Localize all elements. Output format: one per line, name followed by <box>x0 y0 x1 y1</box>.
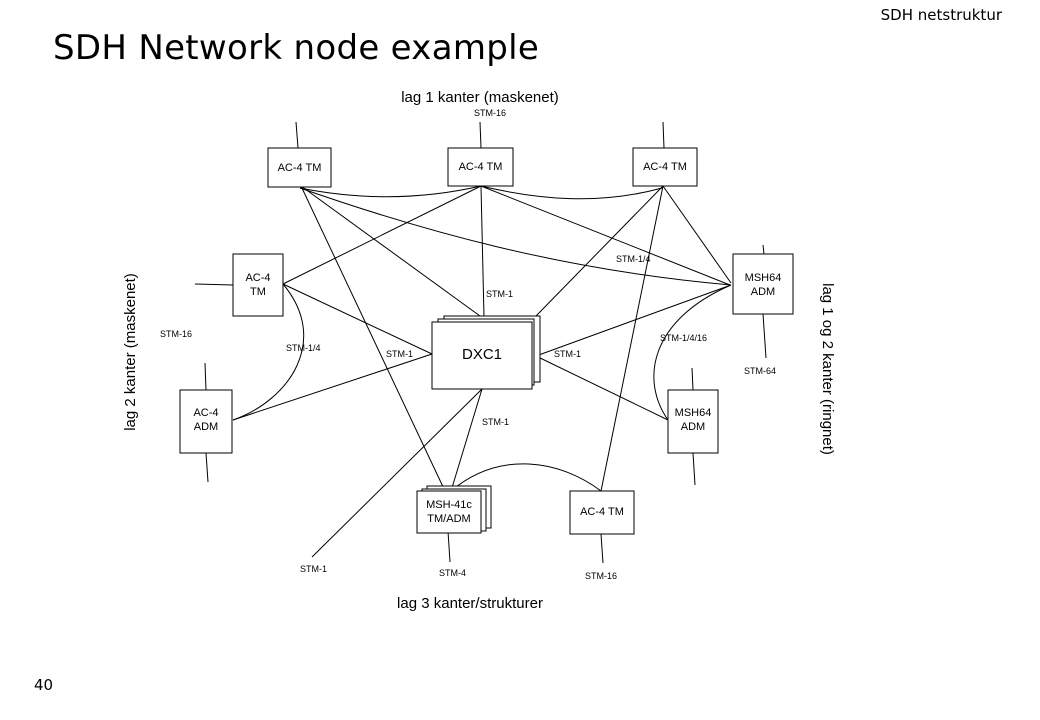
link-label: STM-1/4 <box>616 254 651 264</box>
section-header: SDH netstruktur <box>880 6 1002 24</box>
link-label: STM-1/4 <box>286 343 321 353</box>
layer-label-right: lag 1 og 2 kanter (ringnet) <box>819 283 836 455</box>
node-label: MSH-41c <box>426 499 472 511</box>
node-label: AC-4 TM <box>580 506 624 518</box>
layer-label-left: lag 2 kanter (maskenet) <box>122 273 139 431</box>
node-ac4-tm-side: AC-4 TM <box>232 253 284 317</box>
link-label: STM-1 <box>482 417 509 427</box>
node-label: AC-4 TM <box>459 161 503 173</box>
node-label: MSH64 <box>745 272 782 284</box>
page-number: 40 <box>34 676 54 694</box>
node-label: TM/ADM <box>427 513 470 525</box>
node-label: DXC1 <box>462 346 502 363</box>
link-label: STM-4 <box>439 568 466 578</box>
link-label: STM-1 <box>486 289 513 299</box>
link-label: STM-16 <box>474 108 506 118</box>
layer-label-top: lag 1 kanter (maskenet) <box>401 89 559 106</box>
link-lines <box>232 185 732 558</box>
slide-title: SDH Network node example <box>53 28 540 68</box>
link-label: STM-1 <box>386 349 413 359</box>
node-ac4-tm-bottom: AC-4 TM <box>569 490 635 535</box>
node-ac4-adm: AC-4 ADM <box>179 389 233 454</box>
node-label: ADM <box>751 286 775 298</box>
link-label: STM-1/4/16 <box>660 333 707 343</box>
node-msh41c: MSH-41c TM/ADM <box>416 485 492 534</box>
node-dxc1: DXC1 <box>431 315 541 390</box>
node-label: AC-4 TM <box>643 161 687 173</box>
link-label: STM-1 <box>554 349 581 359</box>
link-label: STM-1 <box>300 564 327 574</box>
node-label: ADM <box>681 421 705 433</box>
node-label: AC-4 TM <box>278 162 322 174</box>
link-label: STM-64 <box>744 366 776 376</box>
stub-lines <box>194 121 767 564</box>
node-ac4-tm-mid: AC-4 TM <box>447 147 514 187</box>
node-label: AC-4 <box>245 272 270 284</box>
link-label: STM-16 <box>585 571 617 581</box>
layer-label-bottom: lag 3 kanter/strukturer <box>397 595 543 612</box>
node-label: ADM <box>194 421 218 433</box>
node-label: AC-4 <box>193 407 218 419</box>
node-msh64-adm-bottom: MSH64 ADM <box>667 389 719 454</box>
node-label: TM <box>250 286 266 298</box>
node-ac4-tm-right: AC-4 TM <box>632 147 698 187</box>
node-ac4-tm-left: AC-4 TM <box>267 147 332 188</box>
node-label: MSH64 <box>675 407 712 419</box>
link-label: STM-16 <box>160 329 192 339</box>
node-msh64-adm-top: MSH64 ADM <box>732 253 794 315</box>
